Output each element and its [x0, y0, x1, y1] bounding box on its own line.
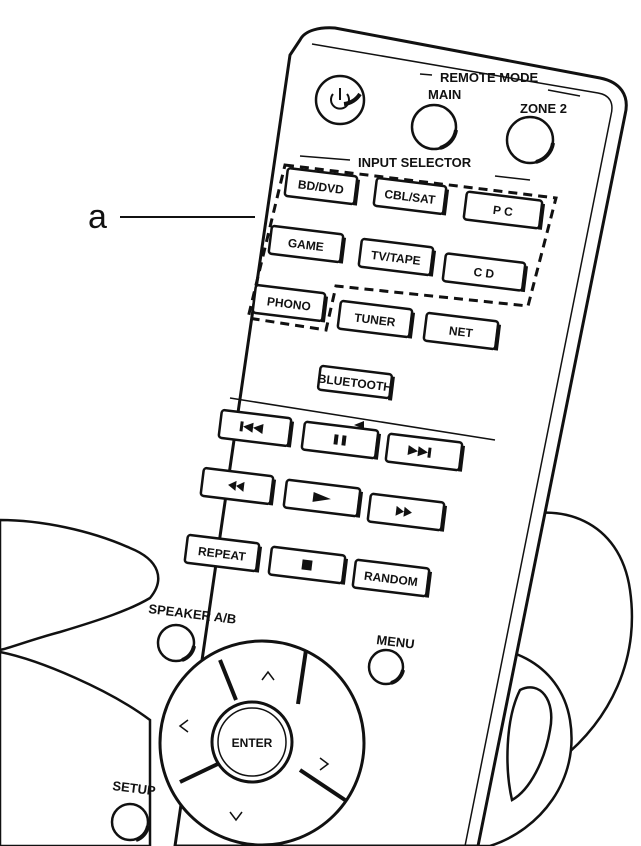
repeat-button[interactable]: REPEAT: [183, 533, 263, 573]
setup-label: SETUP: [112, 778, 157, 798]
phono-label: PHONO: [266, 294, 311, 313]
cbl-sat-button[interactable]: CBL/SAT: [372, 176, 450, 216]
cd-button[interactable]: C D: [441, 252, 529, 293]
indicator-icon: [354, 421, 364, 429]
input-selector-highlight: [246, 163, 558, 332]
tuner-label: TUNER: [354, 311, 397, 330]
game-button[interactable]: GAME: [267, 224, 347, 264]
nav-left-button[interactable]: [178, 719, 189, 733]
bd-dvd-button[interactable]: BD/DVD: [283, 167, 361, 206]
transport-row-1: [217, 408, 466, 472]
setup-button[interactable]: [110, 802, 150, 842]
input-selector-title: INPUT SELECTOR: [358, 155, 472, 170]
play-button[interactable]: [282, 478, 364, 518]
pc-button[interactable]: P C: [462, 190, 546, 230]
rect-buttons: BD/DVD CBL/SAT P C GAME TV/TAPE: [251, 167, 546, 401]
remote-mode-section: REMOTE MODE MAIN ZONE 2: [419, 70, 581, 116]
random-button[interactable]: RANDOM: [351, 558, 433, 598]
power-icon: [330, 88, 350, 110]
tv-tape-label: TV/TAPE: [370, 248, 421, 268]
callout-label: a: [88, 198, 107, 236]
menu-button[interactable]: [367, 648, 405, 686]
nav-pad: ENTER: [158, 639, 366, 846]
zone2-mode-button[interactable]: [505, 115, 555, 165]
main-label: MAIN: [428, 87, 461, 102]
remote-mode-title: REMOTE MODE: [440, 70, 539, 85]
transport-row-2: [199, 466, 448, 532]
skip-back-button[interactable]: [217, 408, 295, 448]
enter-button[interactable]: ENTER: [210, 700, 294, 784]
cbl-sat-label: CBL/SAT: [384, 187, 437, 207]
cd-label: C D: [473, 265, 496, 281]
chevron-down-icon: [229, 811, 243, 822]
skip-back-icon: [239, 421, 264, 434]
menu-label: MENU: [376, 632, 416, 652]
rewind-button[interactable]: [199, 466, 277, 506]
game-label: GAME: [287, 236, 324, 254]
pause-icon: [333, 434, 347, 446]
zone2-label: ZONE 2: [520, 101, 567, 116]
fast-forward-icon: [395, 505, 412, 517]
net-label: NET: [448, 324, 474, 341]
nav-up-button[interactable]: [261, 670, 275, 681]
tv-tape-button[interactable]: TV/TAPE: [357, 237, 437, 277]
fast-forward-button[interactable]: [366, 492, 448, 532]
skip-forward-button[interactable]: [384, 432, 466, 472]
tuner-button[interactable]: TUNER: [336, 299, 416, 339]
transport-row-3: REPEAT RANDOM: [183, 533, 433, 598]
pc-label: P C: [492, 203, 514, 219]
power-button[interactable]: [314, 74, 366, 126]
phono-button[interactable]: PHONO: [251, 283, 329, 323]
bd-dvd-label: BD/DVD: [297, 177, 345, 197]
net-button[interactable]: NET: [422, 311, 502, 351]
skip-forward-icon: [407, 445, 432, 458]
divider: [229, 397, 496, 441]
main-mode-button[interactable]: [410, 103, 458, 151]
chevron-left-icon: [178, 719, 189, 733]
speaker-ab-button[interactable]: [156, 623, 196, 663]
stop-icon: [301, 559, 313, 571]
repeat-label: REPEAT: [197, 544, 247, 564]
stop-button[interactable]: [267, 545, 349, 585]
nav-down-button[interactable]: [229, 811, 243, 822]
play-icon: [312, 491, 331, 502]
chevron-right-icon: [319, 757, 330, 771]
input-selector-section: INPUT SELECTOR: [299, 155, 531, 181]
nav-right-button[interactable]: [319, 757, 330, 771]
bluetooth-button[interactable]: BLUETOOTH: [316, 364, 395, 401]
rewind-icon: [228, 480, 245, 492]
chevron-up-icon: [261, 670, 275, 681]
pause-button[interactable]: [300, 420, 382, 460]
enter-label: ENTER: [232, 736, 273, 750]
random-label: RANDOM: [363, 569, 418, 589]
callout-a: a: [88, 198, 255, 236]
